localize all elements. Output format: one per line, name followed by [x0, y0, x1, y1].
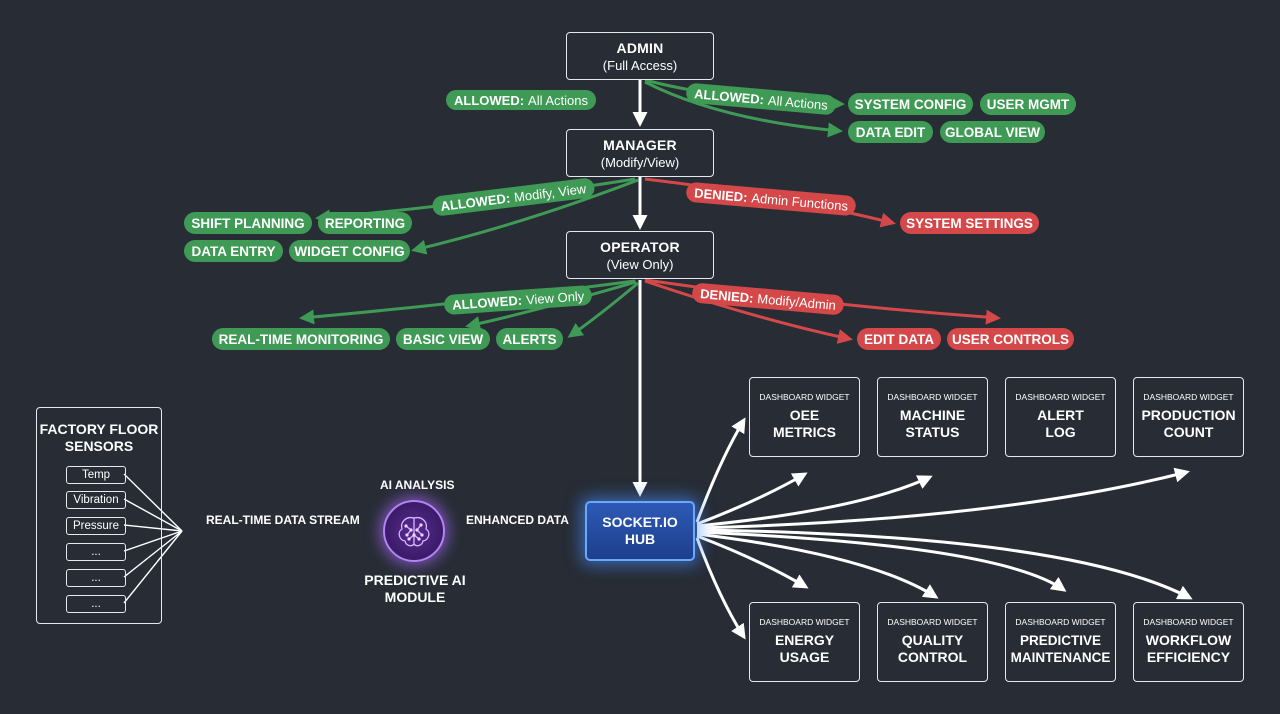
stream-label: REAL-TIME DATA STREAM [206, 513, 360, 527]
widget-title: PRODUCTION COUNT [1141, 407, 1236, 440]
operator-subtitle: (View Only) [606, 256, 674, 272]
widget-title: MACHINE STATUS [899, 407, 966, 440]
arrow-hub-workflow-2 [696, 528, 1193, 600]
widget-kind: DASHBOARD WIDGET [759, 392, 850, 402]
label-text: All Actions [528, 92, 589, 108]
widget-quality-control: DASHBOARD WIDGET QUALITY CONTROL [877, 602, 988, 682]
brain-icon [398, 516, 430, 547]
label-keyword: ALLOWED: [693, 85, 765, 107]
label-admin-allowed-left: ALLOWED:All Actions [446, 90, 597, 110]
arrow-hub-machine [696, 472, 808, 526]
enhanced-data-label: ENHANCED DATA [466, 513, 569, 527]
widget-kind: DASHBOARD WIDGET [887, 617, 978, 627]
pill-system-config: SYSTEM CONFIG [848, 93, 973, 115]
admin-subtitle: (Full Access) [602, 57, 678, 73]
manager-subtitle: (Modify/View) [600, 154, 680, 170]
ai-analysis-label: AI ANALYSIS [380, 478, 455, 492]
label-keyword: ALLOWED: [454, 92, 525, 108]
arrow-hub-workflow [696, 530, 1067, 592]
arrow-operator-edit-data [644, 279, 853, 344]
widget-oee-metrics: DASHBOARD WIDGET OEE METRICS [749, 377, 860, 457]
label-keyword: ALLOWED: [451, 292, 523, 313]
manager-node: MANAGER (Modify/View) [566, 129, 714, 177]
manager-title: MANAGER [603, 136, 677, 153]
pill-system-settings: SYSTEM SETTINGS [900, 212, 1039, 234]
widget-production-count: DASHBOARD WIDGET PRODUCTION COUNT [1133, 377, 1244, 457]
widget-energy-usage: DASHBOARD WIDGET ENERGY USAGE [749, 602, 860, 682]
label-text: All Actions [767, 92, 829, 113]
widget-kind: DASHBOARD WIDGET [1015, 617, 1106, 627]
widget-kind: DASHBOARD WIDGET [1143, 617, 1234, 627]
arrow-hub-alert [696, 475, 933, 528]
sensor-more-3: ... [66, 595, 126, 613]
arrow-manager-widget [411, 178, 639, 255]
sensor-pressure: Pressure [66, 517, 126, 535]
pill-global-view: GLOBAL VIEW [940, 121, 1045, 143]
pill-realtime-monitoring: REAL-TIME MONITORING [212, 328, 390, 350]
arrow-hub-production [696, 467, 1190, 530]
arrow-hub-predictive [696, 532, 939, 599]
operator-title: OPERATOR [600, 238, 680, 255]
hub-label: SOCKET.IO HUB [602, 514, 678, 547]
sensors-title: FACTORY FLOOR SENSORS [39, 421, 159, 454]
arrow-admin-data-edit [644, 80, 843, 138]
admin-node: ADMIN (Full Access) [566, 32, 714, 80]
widget-kind: DASHBOARD WIDGET [887, 392, 978, 402]
pill-shift-planning: SHIFT PLANNING [184, 212, 312, 234]
widget-title: OEE METRICS [773, 407, 836, 440]
pill-user-mgmt: USER MGMT [980, 93, 1076, 115]
admin-title: ADMIN [616, 39, 664, 56]
label-keyword: DENIED: [699, 285, 755, 306]
operator-node: OPERATOR (View Only) [566, 231, 714, 279]
pill-reporting: REPORTING [318, 212, 412, 234]
arrow-hub-oee [695, 417, 746, 523]
sensor-more-2: ... [66, 569, 126, 587]
widget-workflow-efficiency: DASHBOARD WIDGET WORKFLOW EFFICIENCY [1133, 602, 1244, 682]
widget-title: QUALITY CONTROL [897, 632, 968, 665]
pill-user-controls: USER CONTROLS [947, 328, 1074, 350]
ai-module-name: PREDICTIVE AI MODULE [364, 572, 466, 605]
pill-basic-view: BASIC VIEW [396, 328, 490, 350]
arrow-hub-quality [696, 534, 809, 589]
ai-module [383, 500, 445, 562]
label-keyword: DENIED: [693, 184, 749, 205]
pill-alerts: ALERTS [496, 328, 563, 350]
widget-predictive-maintenance: DASHBOARD WIDGET PREDICTIVE MAINTENANCE [1005, 602, 1116, 682]
label-text: Modify/Admin [756, 290, 837, 313]
sensor-vibration: Vibration [66, 491, 126, 509]
sensor-lines [123, 473, 183, 604]
widget-kind: DASHBOARD WIDGET [1143, 392, 1234, 402]
widget-kind: DASHBOARD WIDGET [759, 617, 850, 627]
widget-kind: DASHBOARD WIDGET [1015, 392, 1106, 402]
widget-title: PREDICTIVE MAINTENANCE [1010, 633, 1111, 665]
pill-widget-config: WIDGET CONFIG [289, 240, 410, 262]
pill-data-entry: DATA ENTRY [184, 240, 283, 262]
widget-machine-status: DASHBOARD WIDGET MACHINE STATUS [877, 377, 988, 457]
arrow-hub-energy [695, 537, 746, 640]
label-text: View Only [525, 287, 585, 307]
sensor-temp: Temp [66, 466, 126, 484]
widget-title: WORKFLOW EFFICIENCY [1145, 632, 1232, 665]
factory-floor-sensors: FACTORY FLOOR SENSORS Temp Vibration Pre… [36, 407, 162, 624]
widget-alert-log: DASHBOARD WIDGET ALERT LOG [1005, 377, 1116, 457]
arrow-operator-alerts [567, 281, 639, 338]
widget-title: ENERGY USAGE [774, 632, 835, 665]
pill-edit-data: EDIT DATA [857, 328, 941, 350]
pill-data-edit: DATA EDIT [848, 121, 933, 143]
socketio-hub: SOCKET.IO HUB [585, 501, 695, 561]
sensor-more-1: ... [66, 543, 126, 561]
widget-title: ALERT LOG [1037, 407, 1084, 440]
